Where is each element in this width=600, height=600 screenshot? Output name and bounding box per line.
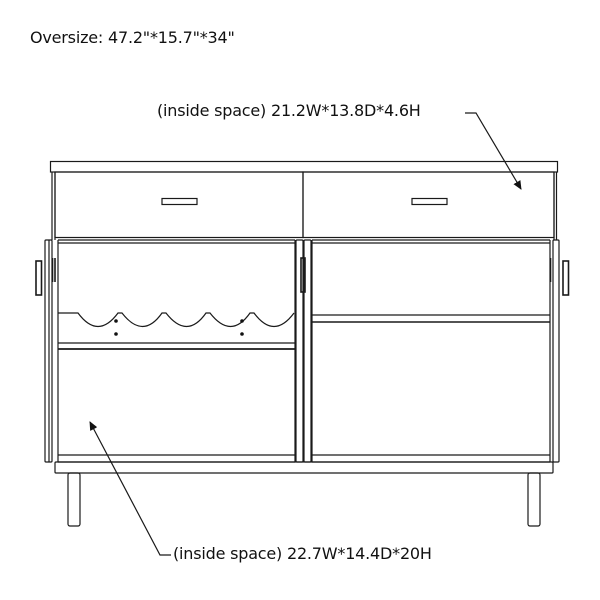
left-leg: [67, 472, 81, 527]
left-drawer-handle: [161, 197, 198, 206]
cabinet-leader-arrow: [89, 421, 171, 556]
right-door-handle: [562, 260, 570, 296]
drawer-inside-space-label: (inside space) 21.2W*13.8D*4.6H: [157, 101, 421, 120]
right-shelf: [312, 314, 550, 323]
cabinet-inside-space-label: (inside space) 22.7W*14.4D*20H: [173, 544, 432, 563]
left-drawer: [54, 171, 304, 239]
drawer-leader-arrow: [465, 112, 522, 190]
oversize-dimension-label: Oversize: 47.2"*15.7"*34": [30, 28, 235, 47]
left-door-open: [35, 239, 56, 463]
center-hinge: [300, 257, 306, 293]
right-drawer-handle: [411, 197, 448, 206]
rack-peg: [240, 319, 244, 323]
center-doors-open: [295, 239, 312, 463]
right-drawer: [302, 171, 555, 239]
right-door-open: [549, 239, 570, 463]
carcass-sides: [51, 172, 558, 240]
wine-rack: [58, 312, 295, 350]
rack-peg: [114, 319, 118, 323]
legs: [67, 472, 541, 527]
rack-peg: [240, 332, 244, 336]
top-slab: [49, 160, 559, 173]
left-door-handle: [35, 260, 43, 296]
base: [54, 461, 554, 474]
rack-peg: [114, 332, 118, 336]
right-leg: [527, 472, 541, 527]
